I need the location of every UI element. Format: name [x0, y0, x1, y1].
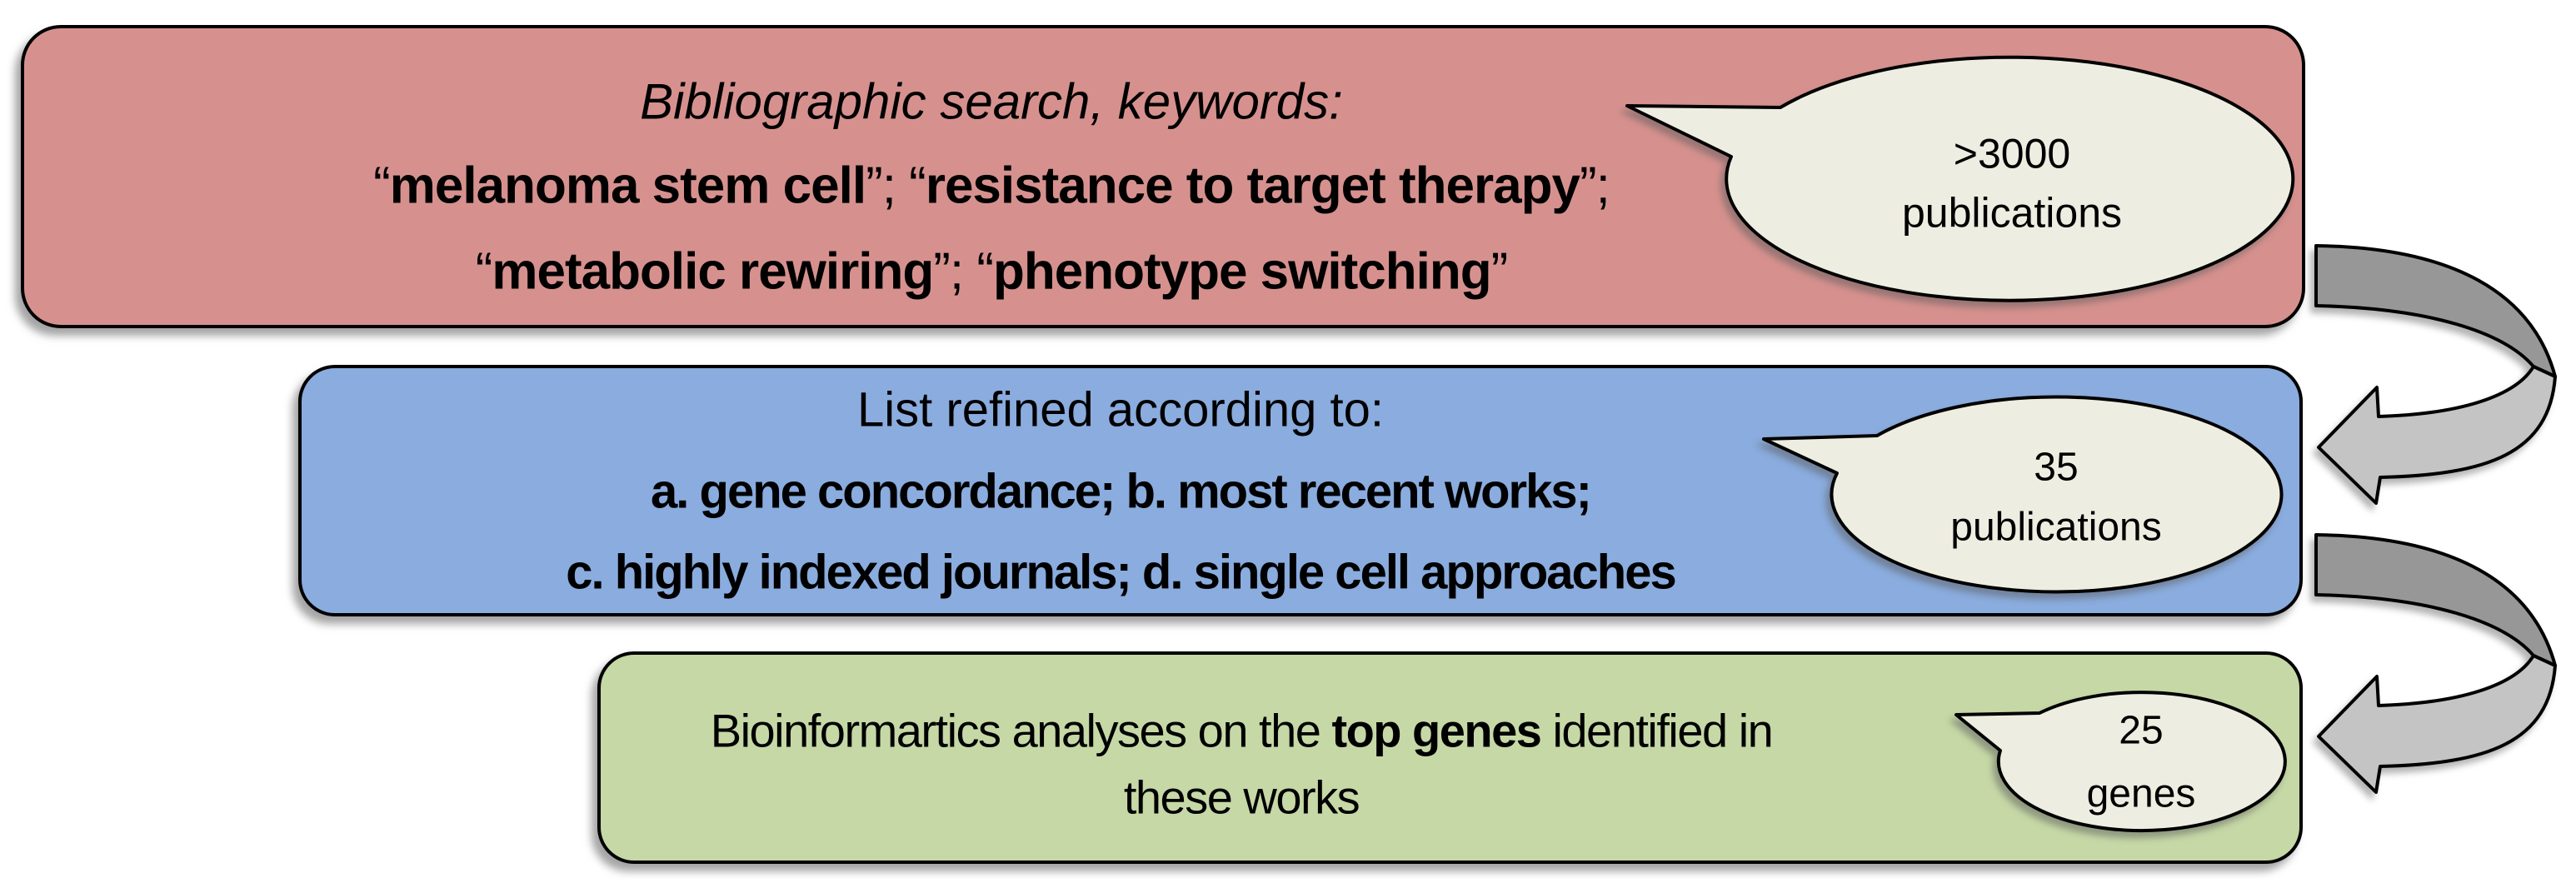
refine-box-criteria-line-1: a. gene concordance; b. most recent work…	[287, 464, 1954, 520]
text-segment: ”; “	[933, 242, 994, 301]
speech-bubble-35-publications	[1762, 395, 2284, 594]
text-segment: “	[475, 242, 493, 301]
refine-box-criteria-line-2: c. highly indexed journals; d. single ce…	[287, 546, 1954, 601]
curved-arrow-top	[2314, 244, 2557, 505]
bioinfo-box-line-1: Bioinformartics analyses on the top gene…	[408, 704, 2074, 758]
box-list-refined	[298, 365, 2303, 616]
text-segment: Bioinformartics analyses on the	[710, 704, 1332, 757]
text-segment: ”	[1490, 242, 1509, 301]
bubble-35-count: 35	[2034, 445, 2079, 490]
box-bibliographic-search	[21, 25, 2305, 328]
curved-arrow-bottom-head	[2317, 654, 2557, 794]
bubble-3000-count: >3000	[1953, 130, 2071, 177]
text-segment: a. gene concordance; b. most recent work…	[651, 464, 1592, 519]
speech-bubble-3000-publications	[1625, 55, 2295, 302]
text-segment: resistance to target therapy	[925, 157, 1580, 215]
bubble-25-count: 25	[2119, 708, 2164, 753]
box-bioinformatics-analyses	[597, 651, 2303, 864]
text-segment: metabolic rewiring	[492, 242, 934, 301]
bioinfo-box-line-2: these works	[408, 771, 2074, 825]
curved-arrow-bottom	[2314, 533, 2557, 794]
bubble-35-label: publications	[1950, 505, 2162, 550]
text-segment: c. highly indexed journals; d. single ce…	[566, 545, 1676, 600]
text-segment: ”; “	[866, 157, 926, 215]
search-box-keywords-line-2: “metabolic rewiring”; “phenotype switchi…	[158, 242, 1825, 300]
text-segment: List refined according to:	[857, 382, 1384, 437]
speech-bubble-25-genes	[1954, 691, 2287, 833]
text-segment: Bibliographic search, keywords:	[640, 73, 1343, 130]
text-segment: ”;	[1580, 157, 1610, 215]
curved-arrow-top-band	[2314, 244, 2557, 378]
text-segment: “	[373, 157, 391, 215]
text-segment: phenotype switching	[992, 242, 1492, 301]
bubble-25-label: genes	[2086, 771, 2196, 816]
bubble-3000-label: publications	[1901, 189, 2123, 237]
curved-arrow-top-head	[2317, 365, 2557, 505]
curved-arrow-bottom-band	[2314, 533, 2557, 667]
text-segment: identified in	[1540, 704, 1773, 757]
text-segment: these works	[1123, 771, 1360, 824]
text-segment: melanoma stem cell	[389, 157, 866, 215]
text-segment: top genes	[1331, 704, 1541, 757]
refine-box-heading: List refined according to:	[287, 382, 1954, 438]
search-box-heading: Bibliographic search, keywords:	[158, 73, 1825, 129]
search-box-keywords-line-1: “melanoma stem cell”; “resistance to tar…	[158, 157, 1825, 214]
